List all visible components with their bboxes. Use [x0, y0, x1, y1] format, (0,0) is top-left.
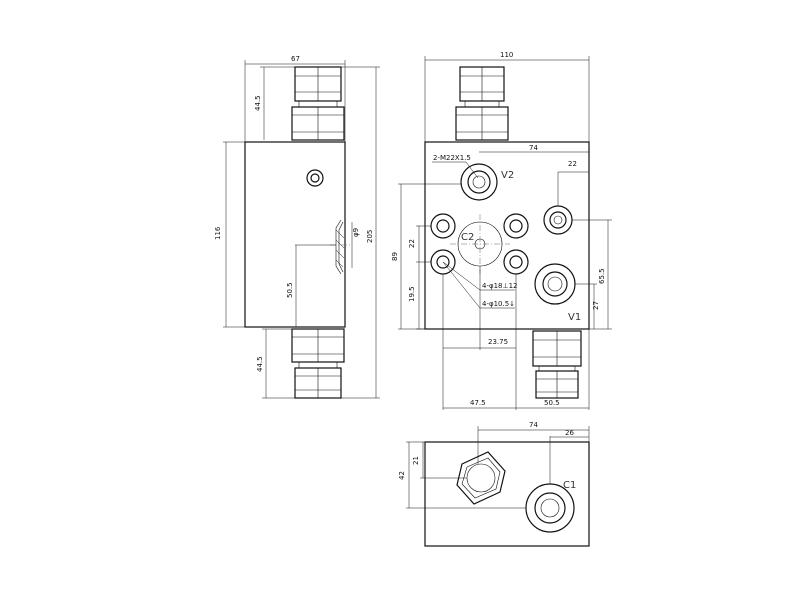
port-v1-label: V1 [568, 312, 581, 323]
dim-front-bottom-right: 50.5 [544, 399, 560, 407]
port-c1 [525, 483, 575, 533]
dim-side-hole: φ9 [352, 228, 360, 237]
dim-side-total: 205 [366, 230, 374, 243]
callout-holes-2: 4-φ10.5↓ [482, 300, 515, 308]
port-c1-label: C1 [563, 480, 576, 491]
dim-bottom-height: 42 [398, 471, 406, 480]
side-view: 67 44.5 116 205 50.5 φ9 44.5 [214, 55, 380, 399]
bottom-view: C1 74 26 42 21 [398, 421, 590, 547]
side-top-hex-fitting [291, 66, 345, 141]
front-bottom-hex-fitting [532, 330, 582, 399]
callout-holes-1: 4-φ18⊥12 [482, 282, 518, 290]
dim-bottom-offset: 26 [565, 429, 574, 437]
dim-bottom-width: 74 [529, 421, 538, 429]
port-c2-label: C2 [461, 232, 474, 243]
dim-front-v1-low: 27 [592, 301, 600, 310]
side-view-body [244, 141, 346, 328]
front-view: V2 V1 C2 [391, 51, 612, 410]
dim-bottom-nut-offset: 21 [412, 456, 420, 465]
port-c2 [450, 214, 510, 274]
callout-thread: 2-M22X1.5 [433, 154, 471, 162]
mounting-hole-tr [503, 213, 529, 239]
mounting-hole-tl [430, 213, 456, 239]
dim-front-c2-low: 19.5 [408, 286, 416, 302]
front-top-hex-fitting [455, 66, 509, 141]
front-view-body [424, 141, 590, 330]
side-through-hole [330, 219, 352, 275]
side-port-inner [310, 173, 320, 183]
dim-front-port-spacing: 22 [408, 239, 416, 248]
dim-front-v1-height: 65.5 [598, 268, 606, 284]
dim-side-offset: 50.5 [286, 282, 294, 298]
dim-front-bottom-left: 47.5 [470, 399, 486, 407]
mounting-hole-br [503, 249, 529, 275]
dim-side-width: 67 [291, 55, 300, 63]
bottom-view-body [424, 441, 590, 547]
dim-side-height: 116 [214, 226, 222, 240]
dim-front-width: 110 [500, 51, 513, 59]
dim-side-top-fitting: 44.5 [254, 95, 262, 111]
dim-front-bottom-center: 23.75 [488, 338, 508, 346]
side-bottom-hex-fitting [291, 328, 345, 399]
dim-front-height: 89 [391, 252, 399, 261]
port-right-upper [543, 205, 573, 235]
dim-side-bottom-fitting: 44.5 [256, 356, 264, 372]
port-v2 [460, 163, 498, 201]
dim-front-inner-width: 74 [529, 144, 538, 152]
port-v1 [534, 263, 576, 305]
dim-front-right-offset: 22 [568, 160, 577, 168]
side-port-outer [306, 169, 324, 187]
port-v2-label: V2 [501, 170, 514, 181]
